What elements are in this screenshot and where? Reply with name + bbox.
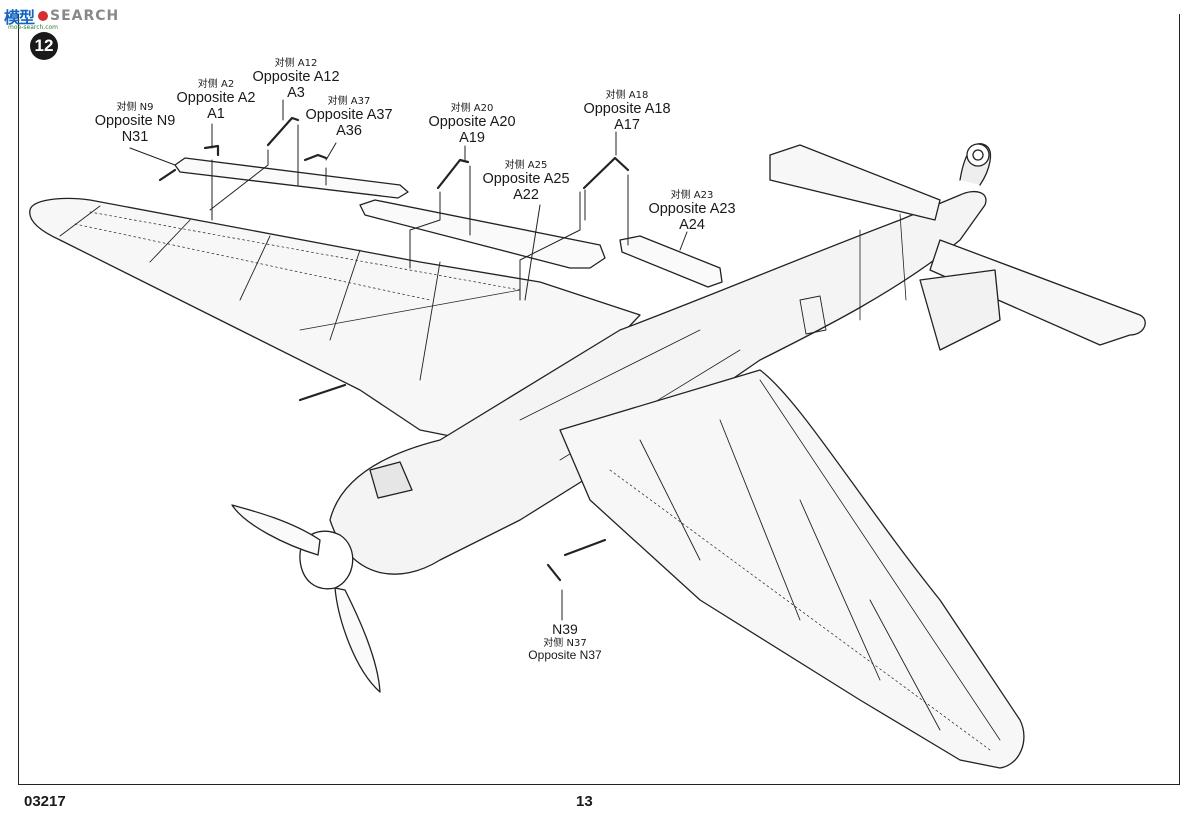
callout-a37-en: Opposite A37 [305,107,393,124]
callout-a37-part: A36 [336,123,362,140]
callout-a20-cn: 对侧 A20 [450,103,494,114]
callout-a12-en: Opposite A12 [252,69,340,86]
page-number: 13 [576,793,593,810]
callout-a2-part: A1 [207,106,225,123]
watermark: 模型 SEARCH [4,4,119,28]
tail-drawing [769,143,1146,351]
callout-a25-en: Opposite A25 [482,171,570,188]
watermark-cn: 模型 [4,8,35,27]
callout-n37-part: N39 [552,621,578,637]
callout-a18-en: Opposite A18 [583,101,671,118]
callout-a12: 对侧 A12 Opposite A12 A3 [252,58,339,102]
right-wing-drawing [559,369,1025,769]
callout-n37-cn: 对侧 N37 [543,637,587,649]
callout-a18-part: A17 [614,117,640,134]
product-code: 03217 [24,793,66,810]
callout-a12-cn: 对侧 A12 [274,58,318,69]
callout-n9-cn: 对侧 N9 [116,102,154,113]
watermark-logo-icon [38,11,49,21]
small-parts-drawing [158,116,630,582]
callout-a23: 对侧 A23 Opposite A23 A24 [648,190,735,234]
callout-a37: 对侧 A37 Opposite A37 A36 [305,96,392,140]
callout-n9-part: N31 [121,129,149,146]
callout-a20: 对侧 A20 Opposite A20 A19 [428,103,515,147]
page-frame [18,14,1180,785]
flap-parts-drawing [174,157,723,288]
step-number-badge: 12 [30,32,58,60]
callout-a23-part: A24 [679,217,705,234]
callout-n9: 对侧 N9 Opposite N9 N31 [95,102,176,146]
propeller-drawing [231,504,381,693]
callout-a23-cn: 对侧 A23 [670,190,714,201]
callout-a25: 对侧 A25 Opposite A25 A22 [482,160,569,204]
callout-a37-cn: 对侧 A37 [327,96,371,107]
callout-n9-en: Opposite N9 [94,113,176,130]
watermark-url: moe-search.com [8,24,59,31]
callout-a2-en: Opposite A2 [176,90,256,107]
callout-a2: 对侧 A2 Opposite A2 A1 [177,79,256,123]
callout-a25-cn: 对侧 A25 [504,160,548,171]
callout-a23-en: Opposite A23 [648,201,736,218]
callout-a2-cn: 对侧 A2 [197,79,235,90]
callout-a20-en: Opposite A20 [428,114,516,131]
fuselage-drawing [329,191,987,575]
callout-n37: N39 对侧 N37 Opposite N37 [528,621,602,662]
callout-a20-part: A19 [459,130,485,147]
callout-n37-en: Opposite N37 [528,647,602,662]
callout-a12-part: A3 [287,85,305,102]
watermark-en: SEARCH [50,8,120,24]
callout-a25-part: A22 [513,187,539,204]
callout-a18-cn: 对侧 A18 [605,90,649,101]
callout-a18: 对侧 A18 Opposite A18 A17 [583,90,670,134]
leader-lines [129,99,688,621]
